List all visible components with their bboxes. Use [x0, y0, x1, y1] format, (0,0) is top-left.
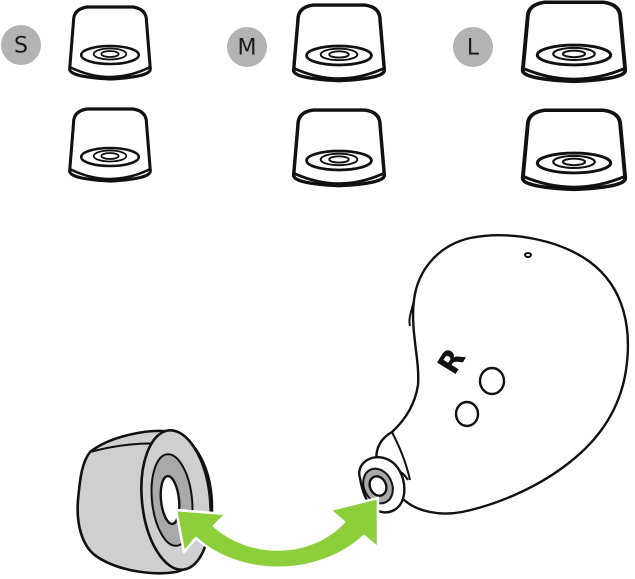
earbud-icon: R [358, 235, 628, 513]
ear-tip-icon [294, 110, 385, 186]
ear-tip-icon [70, 109, 151, 181]
size-label-m: M [238, 36, 257, 61]
size-label-s: S [14, 34, 28, 59]
size-group-m: M [227, 5, 384, 186]
size-label-l: L [467, 36, 480, 61]
size-group-l: L [453, 2, 625, 189]
ear-tip-icon [294, 5, 385, 81]
size-badge-m: M [227, 27, 267, 67]
ear-tip-icon [523, 110, 625, 189]
sensor-dot [480, 368, 504, 394]
sensor-dot [456, 402, 478, 426]
ear-tip-icon [523, 2, 625, 81]
size-badge-s: S [1, 25, 41, 65]
size-group-s: S [1, 7, 150, 181]
size-badge-l: L [453, 27, 493, 67]
ear-tip-icon [70, 7, 151, 79]
removed-ear-tip-icon [78, 427, 218, 573]
